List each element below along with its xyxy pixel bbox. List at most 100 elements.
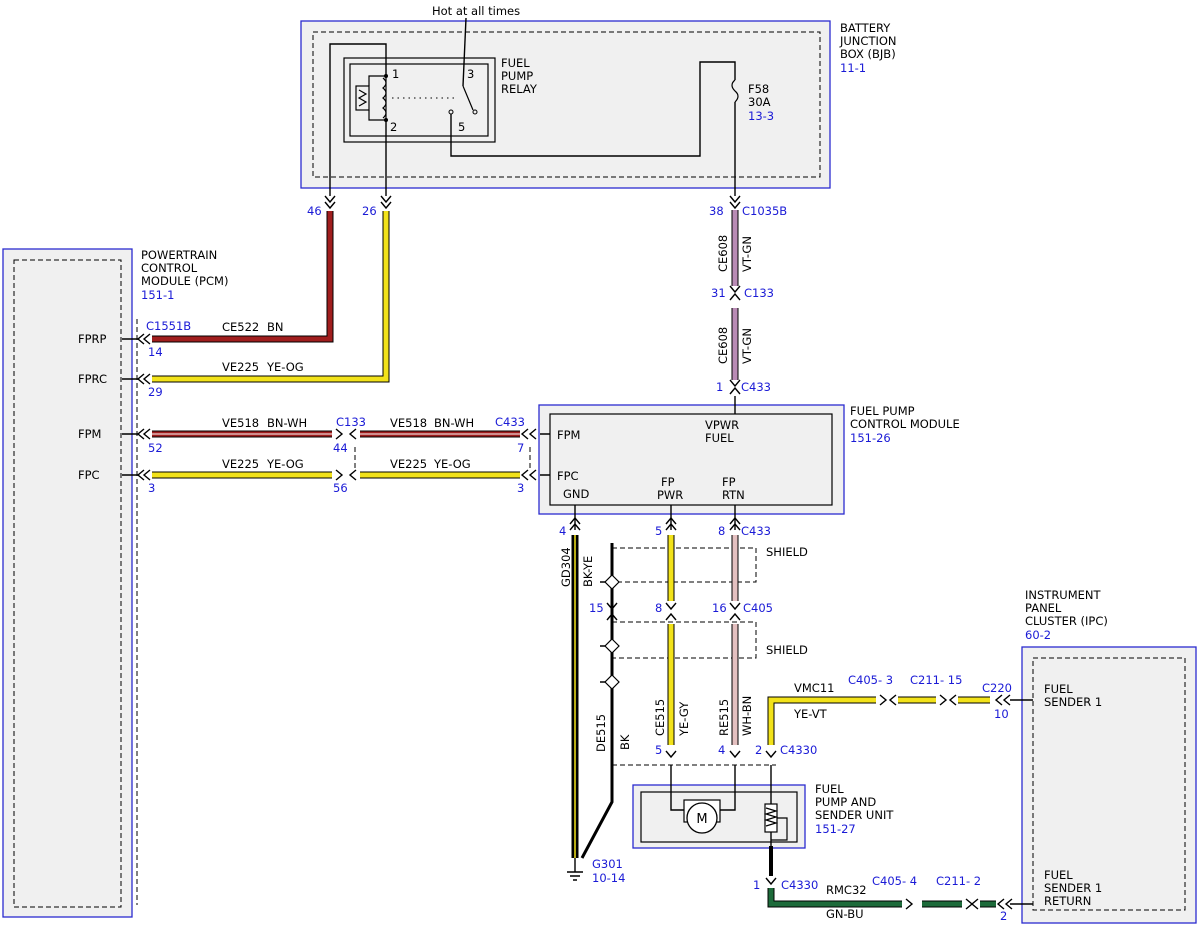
pin-number: 7 — [517, 441, 524, 455]
pcm-box — [2, 248, 133, 918]
pin-number: 10 — [994, 707, 1009, 721]
pin-number: - 4 — [902, 874, 917, 888]
bjb-box — [300, 20, 831, 189]
wire-color: YE-VT — [793, 707, 828, 721]
ipc-pin-label: SENDER 1 — [1044, 881, 1102, 895]
wire-circuit: GD304 — [559, 547, 573, 587]
wire-circuit: RMC32 — [826, 883, 867, 897]
fpcm-pin-label: GND — [563, 487, 590, 501]
wire-circuit: VE225 — [222, 360, 259, 374]
ipc-pin-label: SENDER 1 — [1044, 695, 1102, 709]
connector-id: C433 — [741, 380, 771, 394]
pin-number: 8 — [718, 524, 725, 538]
fpcm-pin-label: FUEL — [705, 431, 734, 445]
pin-number: 1 — [753, 878, 760, 892]
bjb-title: BOX (BJB) — [840, 47, 896, 61]
relay-label: FUEL — [501, 56, 530, 70]
pin-number: 5 — [655, 743, 662, 757]
fpsu-title: FUEL — [815, 782, 844, 796]
fpcm-pin-label: FP — [661, 475, 675, 489]
relay-pin: 2 — [390, 120, 397, 134]
ipc-title: PANEL — [1025, 601, 1062, 615]
ipc-title: INSTRUMENT — [1025, 588, 1102, 602]
bjb-title: JUNCTION — [839, 34, 897, 48]
motor-label: M — [696, 812, 707, 827]
wire-circuit: VE518 — [390, 416, 427, 430]
connector-id: C4330 — [780, 743, 817, 757]
wire-color: YE-GY — [677, 701, 691, 737]
pin-number: 14 — [148, 345, 163, 359]
pcm-title: MODULE (PCM) — [141, 274, 228, 288]
fuel-sender-resistor — [763, 803, 788, 841]
wire-color: YE-OG — [266, 457, 304, 471]
shield-label: SHIELD — [766, 643, 808, 657]
ipc-ref: 60-2 — [1025, 628, 1051, 642]
wire-color: VT-GN — [740, 328, 754, 364]
relay-pin: 1 — [392, 67, 399, 81]
relay-label: RELAY — [501, 82, 538, 96]
pin-number: 4 — [718, 743, 725, 757]
fpcm-pin-label: PWR — [657, 488, 683, 502]
wire-circuit: VE225 — [222, 457, 259, 471]
pin-number: 46 — [307, 204, 322, 218]
wire-circuit: CE608 — [716, 327, 730, 364]
ipc-pin-label: FUEL — [1044, 868, 1073, 882]
shield-boxes — [136, 319, 776, 905]
wire-color: GN-BU — [826, 907, 864, 921]
wire-circuit: VMC11 — [794, 681, 834, 695]
ground-ref: 10-14 — [592, 871, 625, 885]
pin-number: - 3 — [878, 673, 893, 687]
ipc-title: CLUSTER (IPC) — [1025, 614, 1108, 628]
wire-color: BN-WH — [434, 416, 474, 430]
pin-number: 1 — [716, 380, 723, 394]
fuse-name: F58 — [748, 82, 769, 96]
ipc-box — [1021, 646, 1197, 924]
ipc-pin-label: FUEL — [1044, 682, 1073, 696]
connector-id: C405 — [743, 601, 773, 615]
fpcm-title: CONTROL MODULE — [850, 417, 960, 431]
pin-number: 2 — [755, 743, 762, 757]
connector-arrows — [136, 195, 1013, 910]
fpcm-pin-label: RTN — [722, 488, 745, 502]
connector-id: C405 — [872, 874, 902, 888]
fpcm-pin-label: VPWR — [705, 418, 739, 432]
bjb-title: BATTERY — [840, 21, 891, 35]
connector-id: C4330 — [781, 878, 818, 892]
pin-number: 3 — [517, 481, 524, 495]
shield-drain-diamonds — [604, 574, 620, 690]
wire-color: BK-YE — [581, 556, 595, 587]
fpcm-pin-label: FPM — [557, 428, 580, 442]
pin-number: 31 — [711, 286, 726, 300]
pin-number: 56 — [333, 481, 348, 495]
fpcm-title: FUEL PUMP — [850, 404, 915, 418]
wire-color: WH-BN — [740, 696, 754, 736]
connector-id: C1551B — [146, 319, 191, 333]
wire-circuit: VE518 — [222, 416, 259, 430]
pcm-ref: 151-1 — [141, 288, 174, 302]
connector-id: C133 — [744, 286, 774, 300]
bjb-ref: 11-1 — [840, 61, 866, 75]
pcm-title: POWERTRAIN — [141, 248, 217, 262]
pin-number: 26 — [362, 204, 377, 218]
fpsu-title: SENDER UNIT — [815, 808, 894, 822]
relay-pin: 3 — [467, 67, 474, 81]
pin-number: 44 — [333, 441, 348, 455]
wire-color: YE-OG — [266, 360, 304, 374]
colored-wires — [152, 210, 996, 908]
connector-id: C211 — [936, 874, 966, 888]
pin-number: 2 — [1000, 909, 1007, 923]
pin-number: 8 — [655, 601, 662, 615]
wire-circuit: CE515 — [653, 699, 667, 736]
wire-color: BK — [618, 734, 632, 750]
labels: Hot at all times BATTERY JUNCTION BOX (B… — [78, 4, 1108, 923]
fpcm-pin-label: FP — [722, 475, 736, 489]
fpsu-title: PUMP AND — [815, 795, 876, 809]
connector-id: C220 — [982, 681, 1012, 695]
pin-number: - 2 — [966, 874, 981, 888]
wire-circuit: CE608 — [716, 235, 730, 272]
wire-color: BN — [267, 320, 284, 334]
pin-number: 16 — [712, 601, 727, 615]
connector-id: C433 — [741, 524, 771, 538]
pin-number: 29 — [148, 385, 163, 399]
pcm-pin-name: FPRC — [78, 372, 107, 386]
